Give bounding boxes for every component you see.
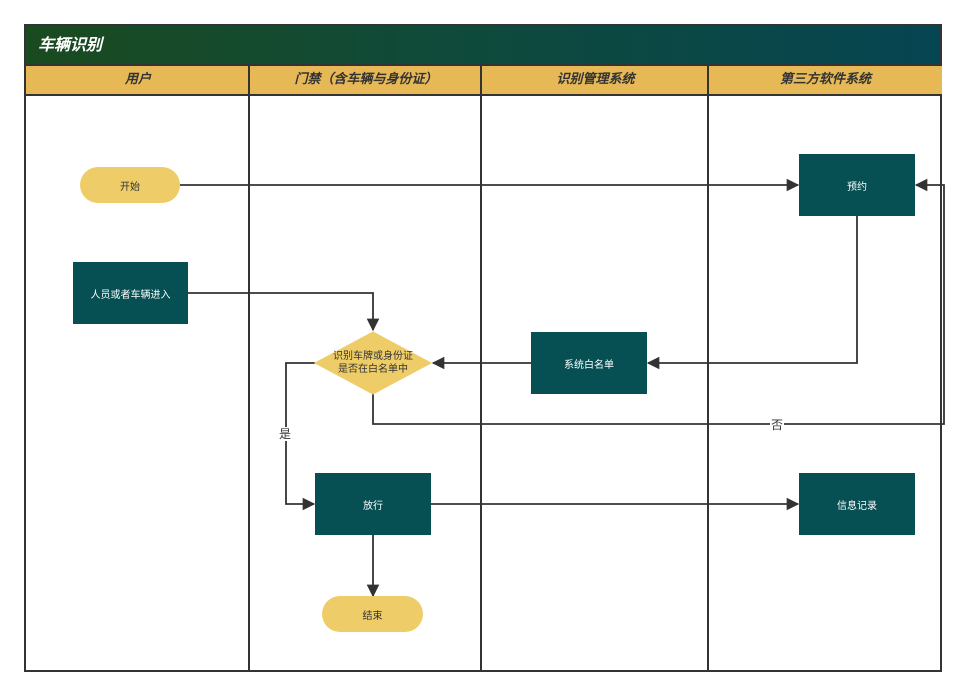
edge-label-yes: 是 <box>278 427 293 441</box>
diagram-title: 车辆识别 <box>38 35 103 54</box>
decision-label-line2: 是否在白名单中 <box>338 364 408 375</box>
decision-diamond[interactable] <box>313 331 433 395</box>
lane-divider <box>480 66 482 670</box>
edge-enter-to-decision <box>188 292 380 332</box>
lane-divider <box>248 66 250 670</box>
title-bar: 车辆识别 <box>26 26 940 66</box>
lane-header-third-party: 第三方软件系统 <box>709 66 942 96</box>
end-node[interactable]: 结束 <box>322 596 423 632</box>
lane-divider <box>707 66 709 670</box>
release-node[interactable]: 放行 <box>315 473 431 535</box>
info-record-node[interactable]: 信息记录 <box>799 473 915 535</box>
lane-header-gate: 门禁（含车辆与身份证） <box>250 66 482 96</box>
reserve-node[interactable]: 预约 <box>799 154 915 216</box>
edge-reserve-to-whitelist <box>646 216 858 370</box>
decision-label-line1: 识别车牌或身份证 <box>333 351 413 362</box>
edge-label-no: 否 <box>770 418 785 432</box>
enter-node[interactable]: 人员或者车辆进入 <box>73 262 188 324</box>
swimlane-diagram: 车辆识别 用户 门禁（含车辆与身份证） 识别管理系统 第三方软件系统 <box>24 24 942 672</box>
decision-label: 识别车牌或身份证 是否在白名单中 <box>320 350 426 376</box>
start-node[interactable]: 开始 <box>80 167 180 203</box>
lane-header-user: 用户 <box>26 66 250 96</box>
whitelist-node[interactable]: 系统白名单 <box>531 332 647 394</box>
edge-decision-no-to-reserve <box>372 178 945 425</box>
lane-header-recognition: 识别管理系统 <box>482 66 709 96</box>
